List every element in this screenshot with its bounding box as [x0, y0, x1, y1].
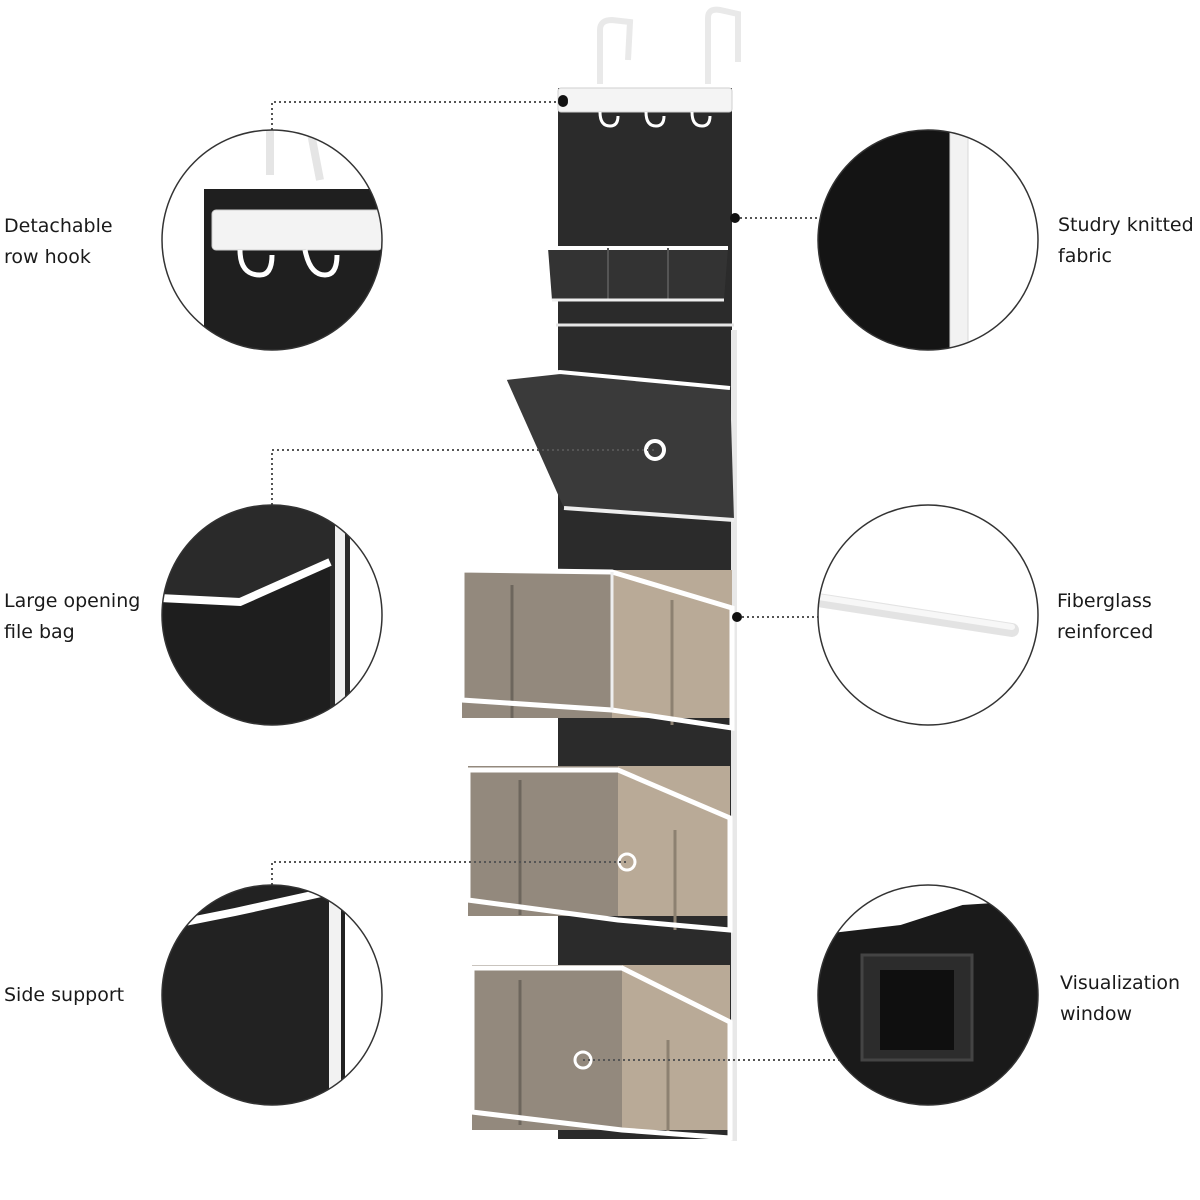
- leader-file-bag: [271, 449, 655, 505]
- label-visualization-window: Visualization window: [1060, 972, 1181, 1025]
- box-pocket-1: [459, 567, 735, 731]
- label-sturdy-knitted-fabric: Studry knitted fabric: [1058, 214, 1194, 267]
- box-pocket-2: [465, 766, 733, 933]
- zoom-fiberglass-reinforced: [817, 504, 1039, 726]
- zoom-large-opening-file-bag: [161, 504, 383, 726]
- zoom-detachable-row-hook: [161, 129, 383, 351]
- label-detachable-row-hook: Detachable row hook: [4, 215, 113, 268]
- door-organizer: [459, 6, 741, 1143]
- label-side-support: Side support: [4, 984, 125, 1006]
- label-fiberglass-reinforced: Fiberglass reinforced: [1057, 590, 1154, 643]
- leader-row-hook: [271, 101, 563, 130]
- small-pocket-row: [548, 246, 728, 302]
- zoom-sturdy-knitted-fabric: [817, 129, 1039, 351]
- door-hooks: [597, 6, 741, 85]
- zoom-visualization-window: [817, 884, 1039, 1106]
- zoom-side-support: [161, 884, 383, 1106]
- file-bag-pocket: [505, 369, 735, 522]
- row-hook-bar: [557, 87, 733, 128]
- box-pocket-3: [469, 965, 733, 1141]
- label-large-opening-file-bag: Large opening file bag: [4, 590, 141, 643]
